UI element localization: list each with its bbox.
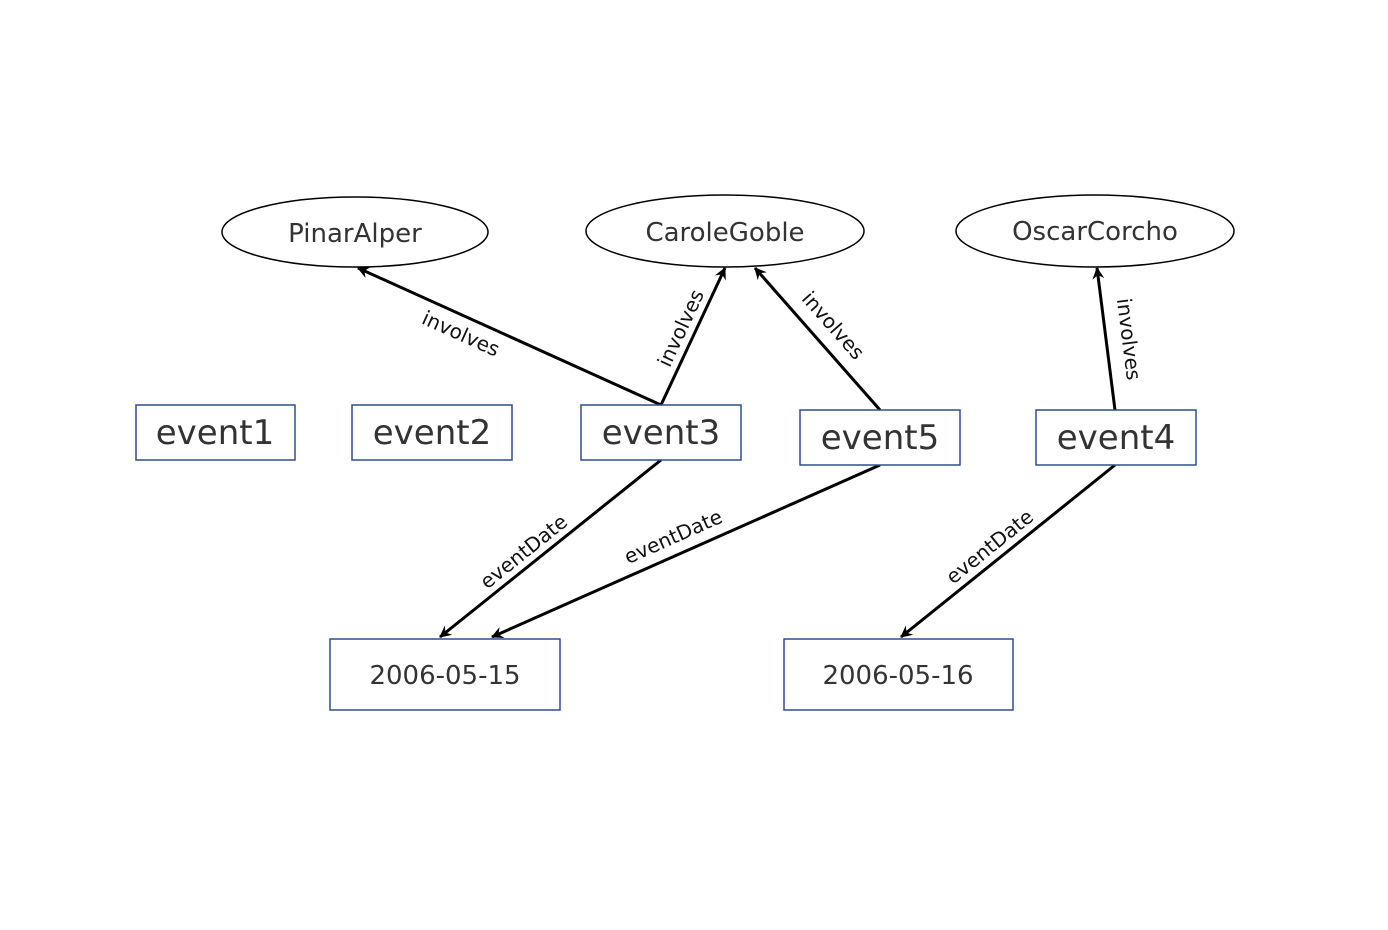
edge-label: eventDate	[475, 509, 572, 593]
node-label: event4	[1057, 418, 1175, 458]
edge-event4-involves-oscar: involves	[1092, 267, 1146, 411]
node-label: event3	[602, 413, 720, 453]
node-oscarcorcho: OscarCorcho	[955, 194, 1235, 268]
node-label: event2	[373, 413, 491, 453]
node-label: OscarCorcho	[1012, 217, 1178, 247]
node-event5: event5	[799, 409, 961, 466]
node-label: 2006-05-15	[369, 661, 520, 691]
edge-event5-involves-carole: involves	[753, 267, 882, 411]
node-date-2006-05-15: 2006-05-15	[329, 638, 561, 711]
node-label: event1	[156, 413, 274, 453]
node-pinaralper: PinarAlper	[221, 196, 489, 268]
edge-event3-involves-carole: involves	[652, 267, 727, 406]
edge-event5-eventdate-date1: eventDate	[491, 463, 881, 639]
node-event4: event4	[1035, 409, 1197, 466]
node-label: event5	[821, 418, 939, 458]
node-date-2006-05-16: 2006-05-16	[783, 638, 1014, 711]
node-label: 2006-05-16	[822, 661, 973, 691]
edge-event3-involves-pinar: involves	[357, 266, 662, 407]
node-event1: event1	[135, 404, 296, 461]
edge-label: involves	[1112, 297, 1146, 382]
edge-event4-eventdate-date2: eventDate	[900, 463, 1116, 639]
node-event3: event3	[580, 404, 742, 461]
edge-label: involves	[797, 287, 870, 365]
node-carolegoble: CaroleGoble	[585, 194, 865, 268]
edge-label: involves	[652, 286, 709, 371]
node-event2: event2	[351, 404, 513, 461]
edge-label: eventDate	[620, 504, 726, 568]
edge-label: eventDate	[941, 504, 1038, 588]
node-label: CaroleGoble	[645, 218, 804, 248]
node-label: PinarAlper	[288, 219, 422, 249]
